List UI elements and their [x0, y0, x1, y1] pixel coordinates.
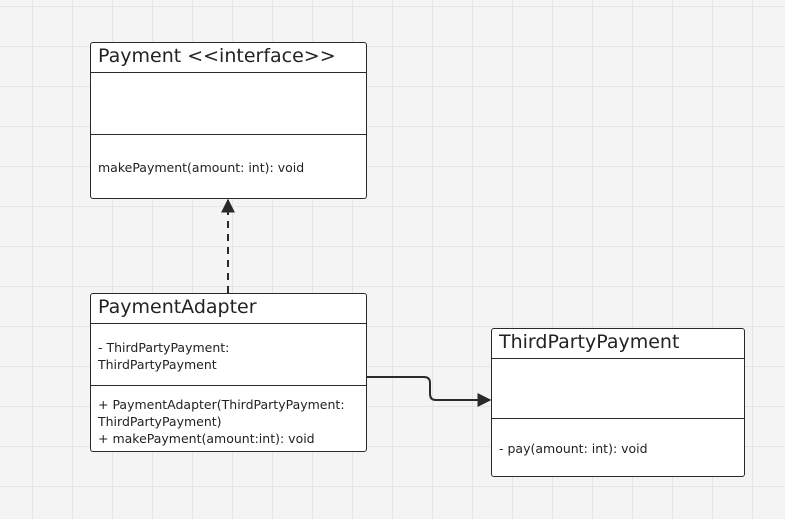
class-third-party-payment[interactable]: ThirdPartyPayment - pay(amount: int): vo… [491, 328, 745, 477]
association-connector[interactable] [367, 376, 492, 407]
class-title: Payment <<interface>> [91, 43, 366, 73]
operations-compartment: - pay(amount: int): void [492, 419, 744, 476]
class-title: PaymentAdapter [91, 294, 366, 324]
operation-line: - pay(amount: int): void [499, 441, 648, 456]
attributes-compartment [492, 359, 744, 419]
operations-compartment: + PaymentAdapter(ThirdPartyPayment: Thir… [91, 386, 366, 451]
operation-line: makePayment(amount: int): void [98, 160, 305, 175]
class-payment-adapter[interactable]: PaymentAdapter - ThirdPartyPayment: Thir… [90, 293, 367, 452]
operation-line: + makePayment(amount:int): void [98, 431, 315, 446]
operation-line: + PaymentAdapter(ThirdPartyPayment: [98, 397, 345, 412]
operations-compartment: makePayment(amount: int): void [91, 135, 366, 198]
operation-line: ThirdPartyPayment) [98, 414, 222, 429]
attribute-line: ThirdPartyPayment [98, 357, 217, 372]
class-payment-interface[interactable]: Payment <<interface>> makePayment(amount… [90, 42, 367, 199]
class-title: ThirdPartyPayment [492, 329, 744, 359]
attribute-line: - ThirdPartyPayment: [98, 340, 230, 355]
attributes-compartment: - ThirdPartyPayment: ThirdPartyPayment [91, 324, 366, 386]
attributes-compartment [91, 73, 366, 135]
